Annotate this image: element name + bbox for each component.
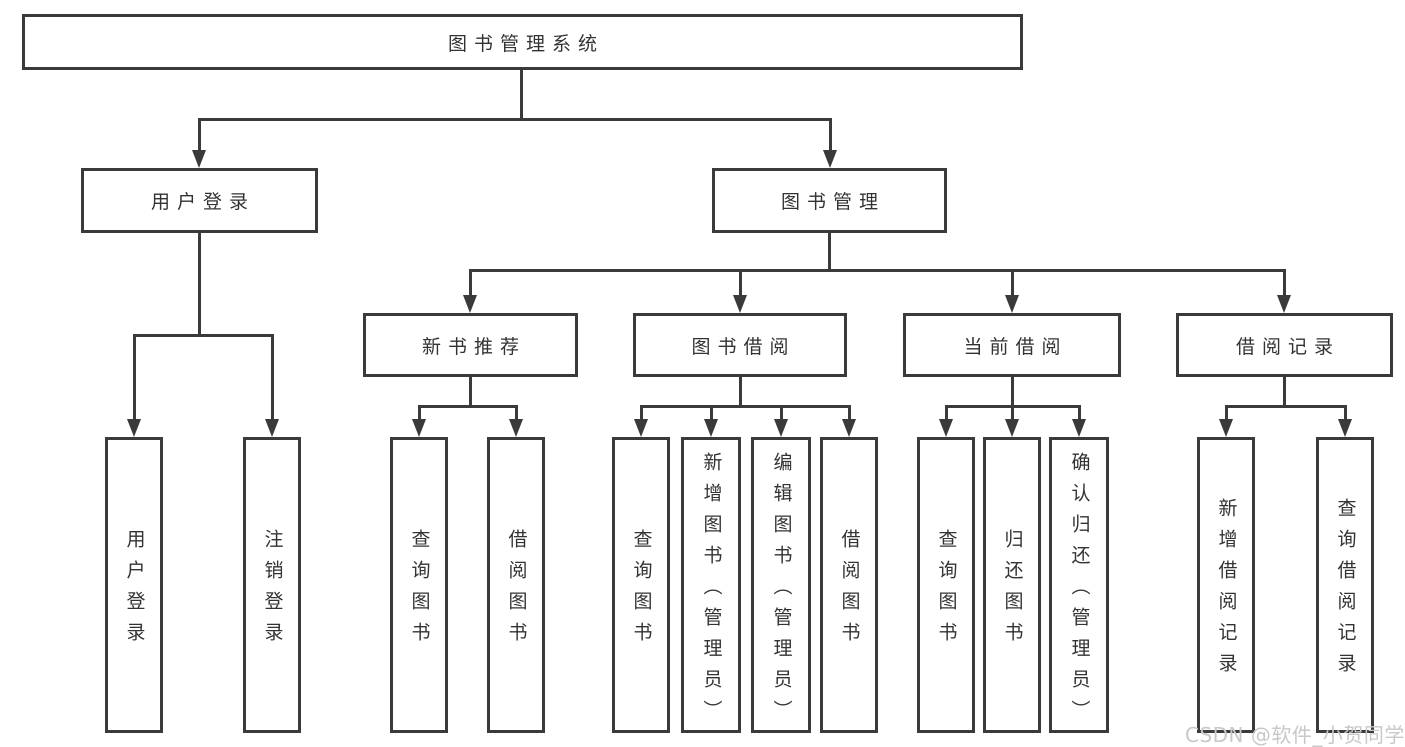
arrowhead-down-icon (1072, 419, 1086, 437)
leaf-add-borrow-record: 新增借阅记录 (1197, 437, 1255, 733)
leaf-edit-books-admin: 编辑图书（管理员） (751, 437, 811, 733)
connector-line (829, 118, 832, 151)
connector-line (828, 233, 831, 271)
arrowhead-down-icon (192, 150, 206, 168)
connector-line (739, 269, 742, 297)
node-current-borrow: 当前借阅 (903, 313, 1121, 377)
leaf-return-books: 归还图书 (983, 437, 1041, 733)
connector-line (133, 334, 274, 337)
connector-line (1283, 269, 1286, 297)
connector-line (640, 405, 643, 422)
connector-line (1344, 405, 1347, 422)
arrowhead-down-icon (1219, 419, 1233, 437)
connector-line (1225, 405, 1347, 408)
node-book-borrow: 图书借阅 (633, 313, 847, 377)
connector-line (1225, 405, 1228, 422)
arrowhead-down-icon (842, 419, 856, 437)
csdn-watermark: CSDN @软件_小贺同学 (1185, 723, 1405, 747)
leaf-borrow-books-recommend: 借阅图书 (487, 437, 545, 733)
arrowhead-down-icon (634, 419, 648, 437)
leaf-borrow-books: 借阅图书 (820, 437, 878, 733)
connector-line (515, 405, 518, 422)
connector-line (418, 405, 518, 408)
arrowhead-down-icon (733, 295, 747, 313)
connector-line (945, 405, 948, 422)
arrowhead-down-icon (1277, 295, 1291, 313)
connector-line (1283, 377, 1286, 407)
arrowhead-down-icon (1338, 419, 1352, 437)
arrowhead-down-icon (823, 150, 837, 168)
arrowhead-down-icon (939, 419, 953, 437)
connector-line (780, 405, 783, 422)
arrowhead-down-icon (265, 419, 279, 437)
leaf-logout: 注销登录 (243, 437, 301, 733)
connector-line (418, 405, 421, 422)
leaf-query-books-current: 查询图书 (917, 437, 975, 733)
leaf-add-books-admin: 新增图书（管理员） (681, 437, 741, 733)
connector-line (739, 377, 742, 407)
connector-line (271, 334, 274, 421)
connector-line (520, 69, 523, 121)
connector-line (1011, 377, 1014, 407)
leaf-user-login: 用户登录 (105, 437, 163, 733)
arrowhead-down-icon (1005, 419, 1019, 437)
arrowhead-down-icon (127, 419, 141, 437)
connector-line (133, 334, 136, 421)
arrowhead-down-icon (1005, 295, 1019, 313)
leaf-query-books-borrow: 查询图书 (612, 437, 670, 733)
leaf-query-books-recommend: 查询图书 (390, 437, 448, 733)
connector-line (469, 269, 1286, 272)
connector-line (640, 405, 851, 408)
connector-line (198, 233, 201, 336)
connector-line (469, 269, 472, 297)
node-root-system: 图书管理系统 (22, 14, 1023, 70)
connector-line (198, 118, 832, 121)
node-borrow-records: 借阅记录 (1176, 313, 1393, 377)
connector-line (710, 405, 713, 422)
connector-line (1011, 405, 1014, 422)
leaf-query-borrow-record: 查询借阅记录 (1316, 437, 1374, 733)
arrowhead-down-icon (509, 419, 523, 437)
arrowhead-down-icon (704, 419, 718, 437)
connector-line (469, 377, 472, 407)
arrowhead-down-icon (774, 419, 788, 437)
node-book-management: 图书管理 (712, 168, 947, 233)
connector-line (1078, 405, 1081, 422)
arrowhead-down-icon (412, 419, 426, 437)
leaf-confirm-return-admin: 确认归还（管理员） (1049, 437, 1109, 733)
connector-line (1011, 269, 1014, 297)
node-user-login: 用户登录 (81, 168, 318, 233)
node-new-book-recommend: 新书推荐 (363, 313, 578, 377)
arrowhead-down-icon (463, 295, 477, 313)
connector-line (848, 405, 851, 422)
connector-line (198, 118, 201, 151)
